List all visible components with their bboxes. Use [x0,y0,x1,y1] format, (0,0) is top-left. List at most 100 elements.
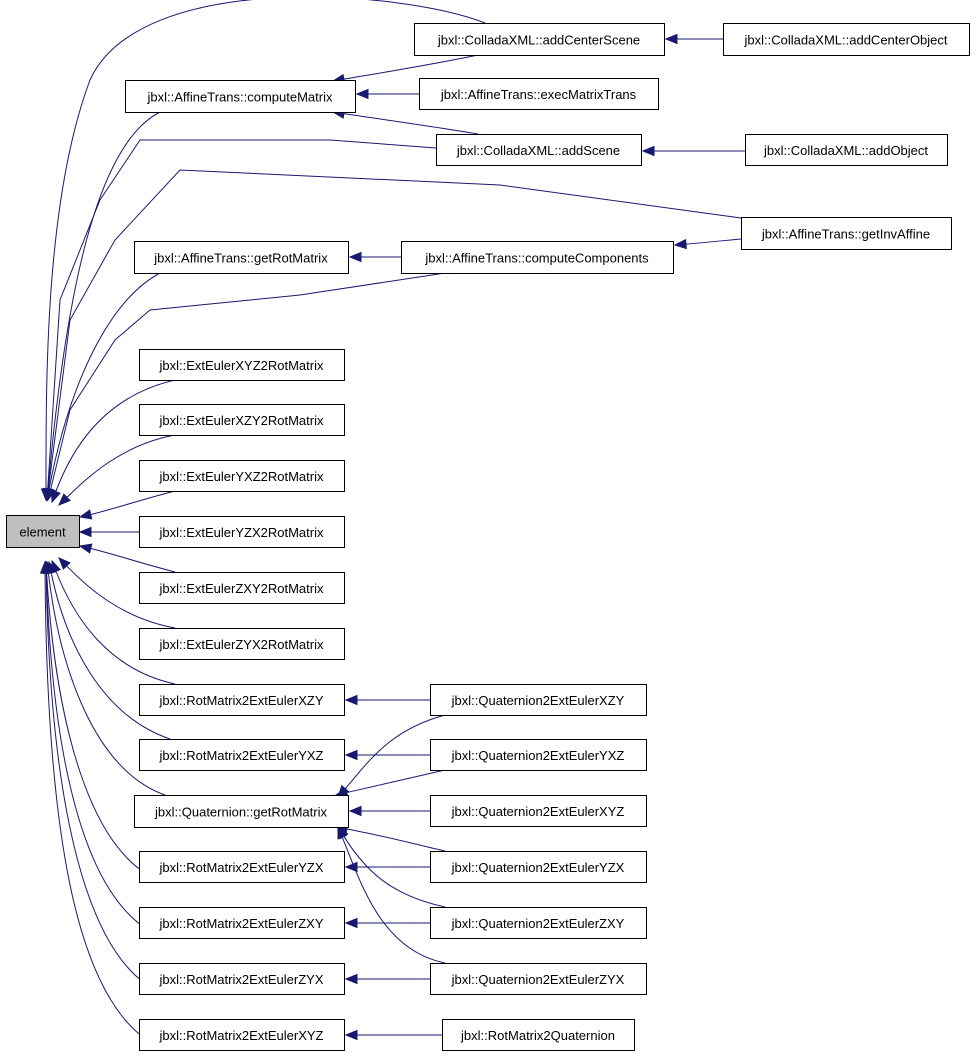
node-rot-zxy[interactable]: jbxl::RotMatrix2ExtEulerZXY [139,907,345,939]
node-add-object[interactable]: jbxl::ColladaXML::addObject [745,134,948,166]
node-box [723,23,970,56]
node-add-scene[interactable]: jbxl::ColladaXML::addScene [436,134,642,166]
node-box [430,907,647,939]
node-ext-zyx[interactable]: jbxl::ExtEulerZYX2RotMatrix [139,628,345,660]
edge-quat-get-rot-to-element [47,572,166,796]
node-label: jbxl::ExtEulerZYX2RotMatrix [159,637,324,652]
arrowhead-q2-zxy-to-rot-zxy [344,917,358,929]
node-box [139,349,345,381]
node-box [430,795,647,827]
edge-ext-xyz-to-element [55,379,176,492]
edge-get-inv-affine-to-element [47,169,742,490]
node-label: jbxl::Quaternion2ExtEulerXZY [451,693,625,708]
node-element[interactable]: element [6,515,80,548]
node-box [139,1019,345,1051]
node-box [6,515,80,548]
node-exec-matrix-trans[interactable]: jbxl::AffineTrans::execMatrixTrans [419,78,659,110]
arrowhead-ext-zxy-to-element [78,543,93,554]
edge-q2-zyx-to-quat-get-rot [341,836,446,964]
node-box [414,23,665,56]
node-label: jbxl::RotMatrix2ExtEulerZXY [159,916,324,931]
node-box [139,572,345,604]
node-q2-yzx[interactable]: jbxl::Quaternion2ExtEulerYZX [430,851,647,883]
node-get-inv-affine[interactable]: jbxl::AffineTrans::getInvAffine [741,217,952,250]
edge-rot-zyx-to-element [45,572,166,995]
node-ext-xyz[interactable]: jbxl::ExtEulerXYZ2RotMatrix [139,349,345,381]
edge-get-inv-affine-to-compute-components [685,238,742,245]
node-q2-yxz[interactable]: jbxl::Quaternion2ExtEulerYXZ [430,739,647,771]
node-label: jbxl::ExtEulerYZX2RotMatrix [159,525,324,540]
node-q2-zxy[interactable]: jbxl::Quaternion2ExtEulerZXY [430,907,647,939]
node-label: jbxl::RotMatrix2Quaternion [460,1028,615,1043]
node-label: jbxl::Quaternion2ExtEulerYXZ [451,748,625,763]
node-rot-xzy[interactable]: jbxl::RotMatrix2ExtEulerXZY [139,684,345,716]
node-box [134,241,349,274]
node-q2-xyz[interactable]: jbxl::Quaternion2ExtEulerXYZ [430,795,647,827]
node-label: jbxl::ExtEulerYXZ2RotMatrix [159,469,324,484]
node-rot-yzx[interactable]: jbxl::RotMatrix2ExtEulerYZX [139,851,345,883]
node-ext-zxy[interactable]: jbxl::ExtEulerZXY2RotMatrix [139,572,345,604]
edge-compute-components-to-element [50,272,446,490]
arrowhead-rot2-quat-to-rot-xyz [344,1029,358,1041]
node-rot-yxz[interactable]: jbxl::RotMatrix2ExtEulerYXZ [139,739,345,771]
edge-add-center-scene-to-compute-matrix [343,54,479,80]
arrowhead-get-inv-affine-to-compute-components [673,238,687,250]
node-box [139,739,345,771]
node-box [139,516,345,548]
arrowhead-q2-xzy-to-rot-xzy [344,694,358,706]
node-get-rot-matrix-affine[interactable]: jbxl::AffineTrans::getRotMatrix [134,241,349,274]
arrowhead-q2-zyx-to-rot-zyx [344,973,358,985]
node-ext-xzy[interactable]: jbxl::ExtEulerXZY2RotMatrix [139,404,345,436]
edge-compute-matrix-to-element [47,111,161,490]
node-box [139,963,345,995]
node-label: jbxl::Quaternion2ExtEulerZYX [451,972,625,987]
arrowhead-q2-zyx-to-quat-get-rot [337,825,348,840]
node-label: jbxl::ExtEulerXZY2RotMatrix [159,413,324,428]
node-rot-zyx[interactable]: jbxl::RotMatrix2ExtEulerZYX [139,963,345,995]
edge-q2-xzy-to-quat-get-rot [344,714,446,790]
node-q2-xzy[interactable]: jbxl::Quaternion2ExtEulerXZY [430,684,647,716]
node-label: jbxl::ExtEulerXYZ2RotMatrix [159,358,324,373]
edge-rot-yzx-to-element [46,572,166,883]
node-rot2-quat[interactable]: jbxl::RotMatrix2Quaternion [442,1019,635,1051]
node-box [430,684,647,716]
node-add-center-object[interactable]: jbxl::ColladaXML::addCenterObject [723,23,970,56]
node-box [139,460,345,492]
node-label: jbxl::RotMatrix2ExtEulerXYZ [159,1028,324,1043]
node-box [442,1019,635,1051]
arrowhead-compute-components-to-get-rot-matrix-affine [348,251,362,263]
edge-add-scene-to-element [47,139,437,490]
node-label: jbxl::Quaternion2ExtEulerYZX [451,860,625,875]
edge-q2-zxy-to-quat-get-rot [343,836,446,908]
graph-edges [39,0,745,1051]
edge-q2-yzx-to-quat-get-rot [346,828,446,852]
edge-ext-yxz-to-element [90,490,176,515]
node-box [430,963,647,995]
node-label: element [19,525,66,540]
edge-add-scene-to-compute-matrix [343,113,479,135]
node-ext-yxz[interactable]: jbxl::ExtEulerYXZ2RotMatrix [139,460,345,492]
node-label: jbxl::AffineTrans::getInvAffine [761,227,930,242]
node-box [139,851,345,883]
edge-ext-xzy-to-element [66,434,176,498]
node-label: jbxl::ColladaXML::addCenterScene [437,33,640,48]
arrowhead-ext-xyz-to-element [51,489,61,504]
node-compute-matrix[interactable]: jbxl::AffineTrans::computeMatrix [125,80,356,113]
node-box [139,684,345,716]
node-label: jbxl::Quaternion2ExtEulerZXY [451,916,625,931]
edge-q2-yxz-to-quat-get-rot [346,769,446,794]
node-compute-components[interactable]: jbxl::AffineTrans::computeComponents [401,241,674,274]
node-ext-yzx[interactable]: jbxl::ExtEulerYZX2RotMatrix [139,516,345,548]
arrowhead-q2-xyz-to-quat-get-rot [348,805,362,817]
node-q2-zyx[interactable]: jbxl::Quaternion2ExtEulerZYX [430,963,647,995]
node-label: jbxl::RotMatrix2ExtEulerYZX [159,860,324,875]
arrowhead-q2-yzx-to-rot-yzx [344,861,358,873]
node-label: jbxl::ColladaXML::addCenterObject [743,33,947,48]
edge-add-center-scene-to-element [45,0,486,490]
node-add-center-scene[interactable]: jbxl::ColladaXML::addCenterScene [414,23,665,56]
arrowhead-ext-yxz-to-element [78,509,93,520]
arrowhead-ext-yzx-to-element [78,526,92,538]
node-rot-xyz[interactable]: jbxl::RotMatrix2ExtEulerXYZ [139,1019,345,1051]
node-quat-get-rot[interactable]: jbxl::Quaternion::getRotMatrix [134,795,349,828]
